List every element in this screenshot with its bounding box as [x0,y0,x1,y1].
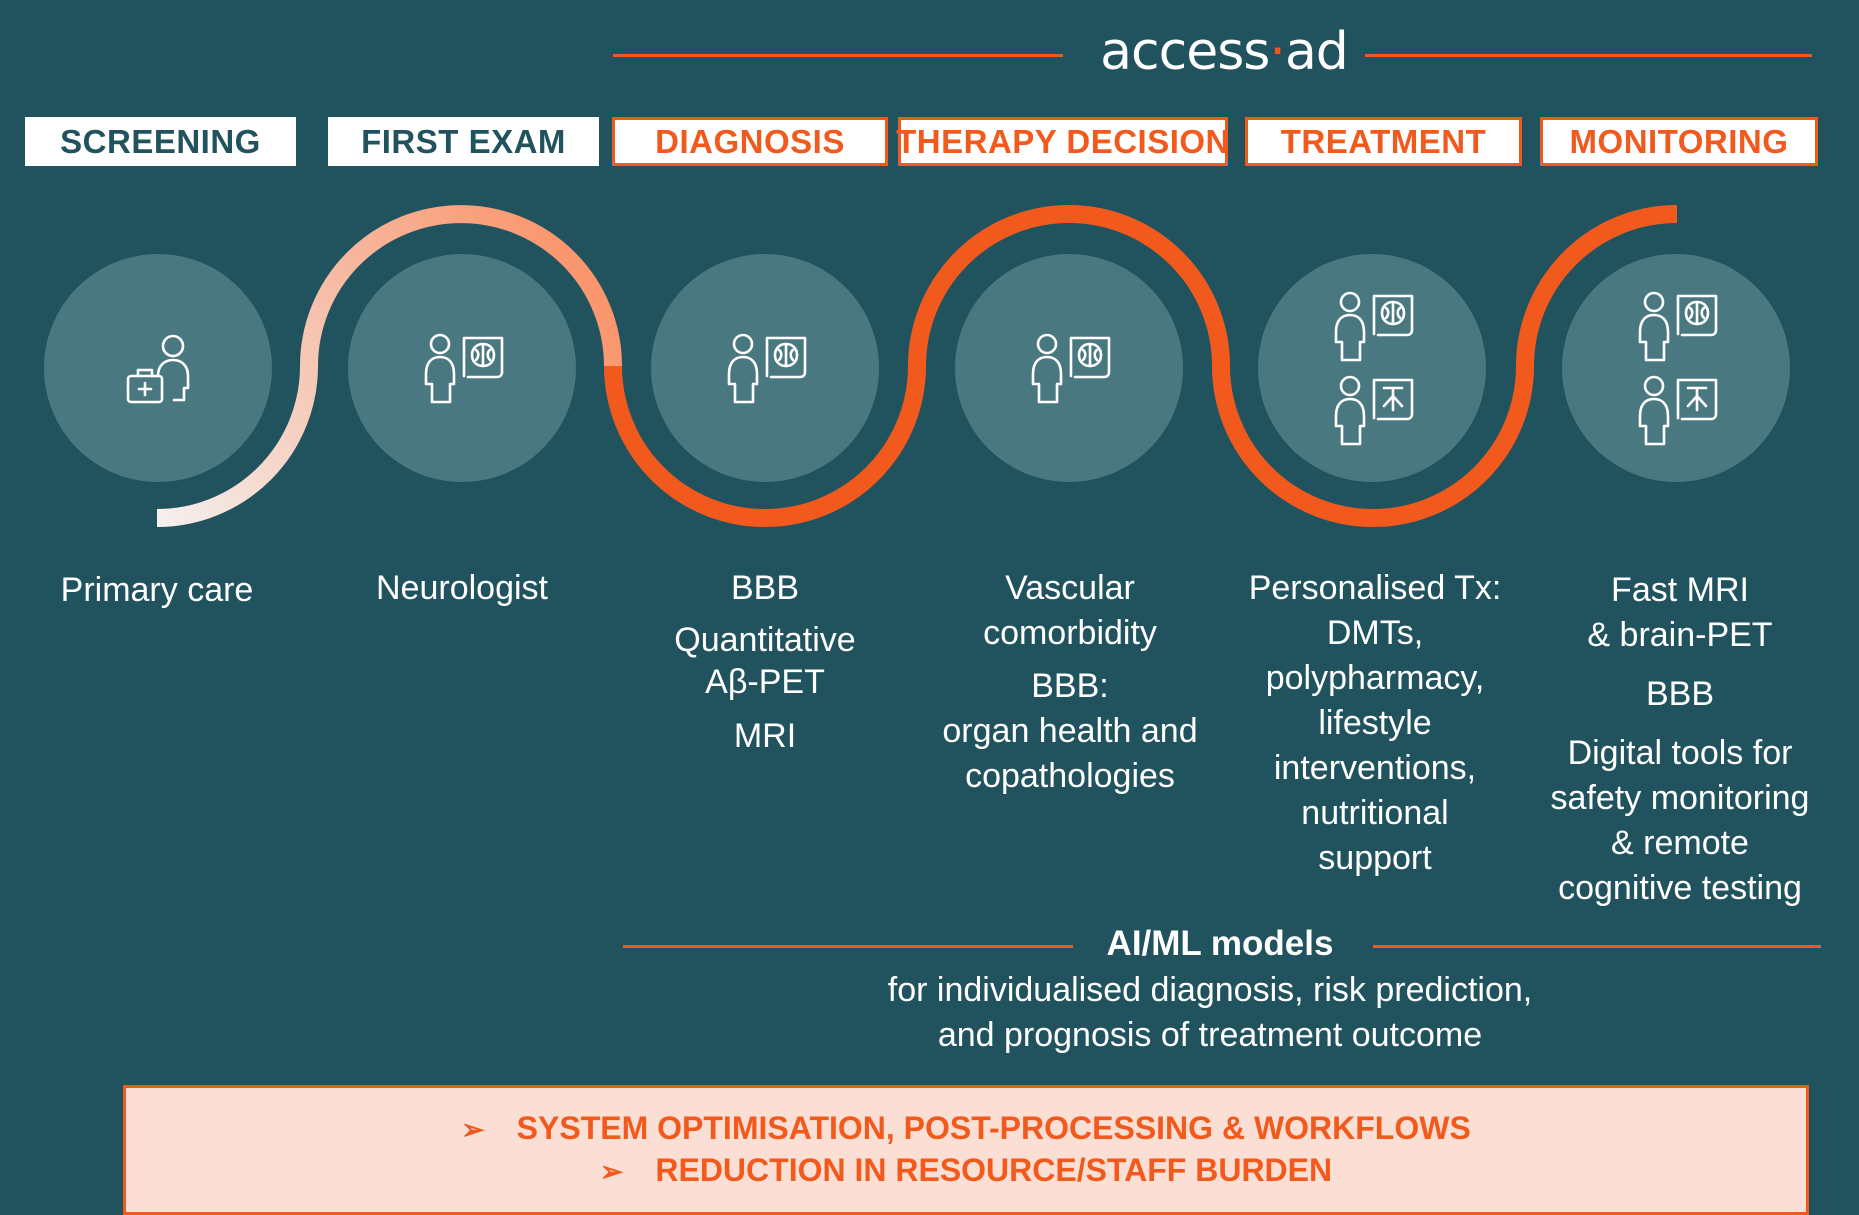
ai-subtitle: for individualised diagnosis, risk predi… [887,971,1533,1054]
brand-line-right [1365,54,1812,57]
circle-screening [44,254,272,482]
person-brain-scan-icon [1334,291,1414,362]
role-primary-care: Primary care [60,571,254,609]
circle-monitoring [1562,254,1790,482]
person-anatomy-scan-icon [1638,375,1718,446]
wave-segment-solid [604,205,1678,527]
stage-screening: SCREENING [25,117,296,166]
wave-segment-fade [156,205,622,527]
person-anatomy-scan-icon [1334,375,1414,446]
stage-first-exam: FIRST EXAM [328,117,599,166]
doctor-bag-person-icon [126,334,190,404]
brand-logo: access·ad [1100,22,1349,82]
brand-line-left [613,54,1063,57]
circle-therapy-decision [955,254,1183,482]
treatment-text: Personalised Tx: DMTs, polypharmacy, lif… [1248,569,1502,877]
stage-monitoring: MONITORING [1540,117,1818,166]
therapy-decision-text: Vascular comorbidity BBB: organ health a… [942,569,1198,795]
journey-wave [156,205,1678,527]
person-brain-scan-icon [424,333,504,404]
diagnosis-text: BBB Quantitative Aβ-PET MRI [674,569,856,755]
circle-first-exam [348,254,576,482]
banner-bullet-2: ➢REDUCTION IN RESOURCE/STAFF BURDEN [126,1150,1806,1192]
role-neurologist: Neurologist [376,569,548,607]
arrow-bullet-icon: ➢ [461,1114,485,1145]
banner-bullet-1: ➢SYSTEM OPTIMISATION, POST-PROCESSING & … [126,1108,1806,1150]
circle-diagnosis [651,254,879,482]
monitoring-text: Fast MRI & brain-PET BBB Digital tools f… [1550,571,1810,907]
ai-line-left [623,945,1073,948]
person-brain-scan-icon [727,333,807,404]
person-brain-scan-icon [1638,291,1718,362]
person-brain-scan-icon [1031,333,1111,404]
circle-treatment [1258,254,1486,482]
arrow-bullet-icon: ➢ [599,1156,624,1187]
stage-diagnosis: DIAGNOSIS [612,117,888,166]
stage-treatment: TREATMENT [1245,117,1522,166]
outcomes-banner: ➢SYSTEM OPTIMISATION, POST-PROCESSING & … [123,1085,1809,1215]
ai-line-right [1373,945,1821,948]
stage-therapy-decision: THERAPY DECISION [896,117,1229,166]
ai-title: AI/ML models [1106,924,1334,963]
